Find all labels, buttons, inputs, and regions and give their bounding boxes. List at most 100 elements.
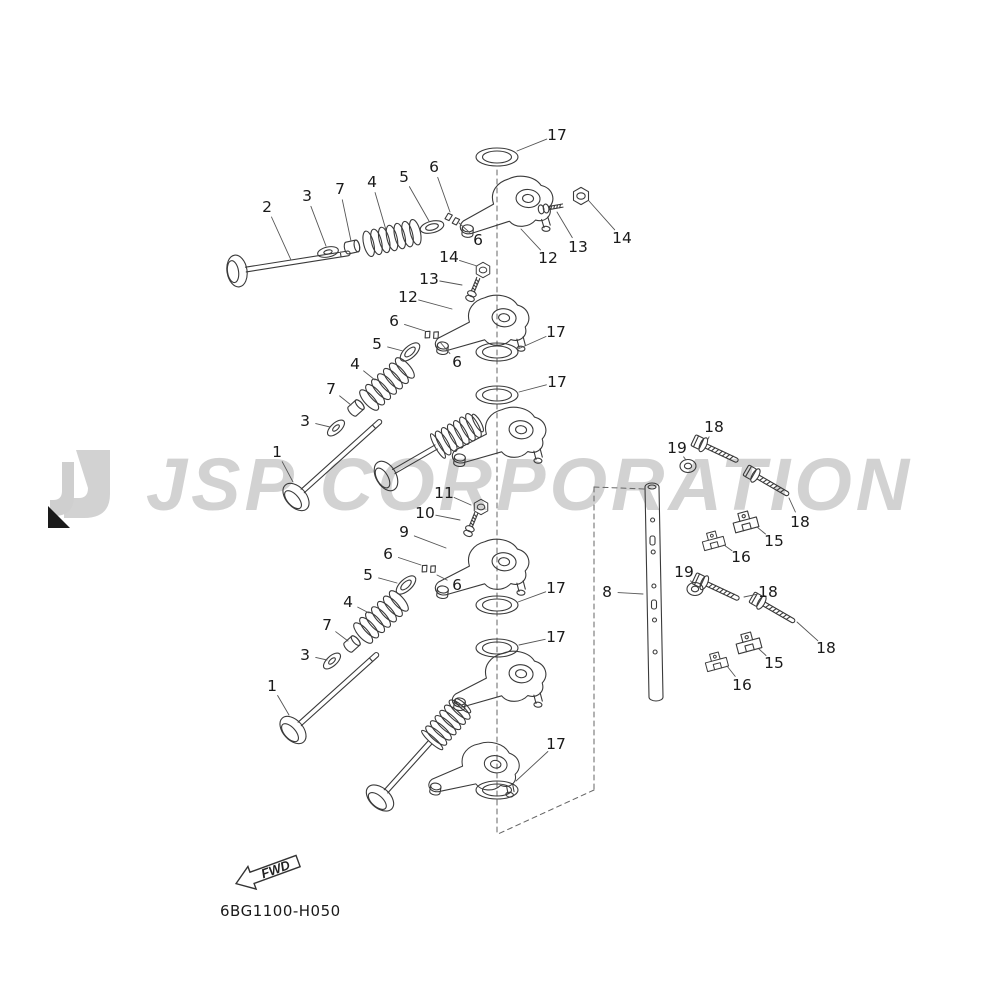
- callout-label-4: 4: [350, 355, 360, 373]
- callout-label-2: 2: [262, 198, 272, 216]
- leader-line: [387, 346, 404, 352]
- callout-label-7: 7: [335, 180, 345, 198]
- rocker-arm-drawing: [450, 644, 549, 720]
- spring-drawing: [360, 217, 424, 259]
- valve-drawing: [274, 640, 390, 750]
- leader-line: [404, 323, 426, 332]
- leader-line: [517, 591, 547, 603]
- callout-label-12: 12: [398, 288, 418, 306]
- callout-label-16: 16: [731, 548, 751, 566]
- washer-drawing: [316, 244, 340, 260]
- callout-label-18: 18: [790, 513, 810, 531]
- callout-label-4: 4: [343, 593, 353, 611]
- valve-drawing: [277, 407, 393, 517]
- leader-line: [453, 497, 472, 506]
- leader-line: [315, 423, 331, 428]
- callout-label-17: 17: [546, 735, 566, 753]
- callout-label-7: 7: [326, 380, 336, 398]
- callout-label-17: 17: [547, 373, 567, 391]
- leader-line: [520, 228, 541, 251]
- callout-label-14: 14: [612, 229, 632, 247]
- leader-line: [363, 370, 376, 381]
- callout-label-17: 17: [546, 579, 566, 597]
- callout-label-8: 8: [602, 583, 612, 601]
- callout-label-17: 17: [547, 126, 567, 144]
- callout-label-15: 15: [764, 654, 784, 672]
- callout-label-19: 19: [674, 563, 694, 581]
- retainer-clip-drawing: [702, 649, 730, 673]
- leader-line: [683, 456, 687, 461]
- leader-line: [437, 176, 451, 213]
- retainer-clip-drawing: [730, 508, 760, 534]
- leader-line: [281, 461, 294, 483]
- callout-label-9: 9: [399, 523, 409, 541]
- retainer-clip-drawing: [733, 629, 763, 655]
- fwd-label: FWD: [259, 857, 293, 881]
- leader-line: [315, 656, 328, 661]
- callout-label-5: 5: [372, 335, 382, 353]
- spring-seat-drawing: [418, 217, 446, 237]
- leader-line: [758, 648, 767, 656]
- callout-label-3: 3: [300, 412, 310, 430]
- callout-label-17: 17: [546, 323, 566, 341]
- leader-line: [796, 621, 819, 642]
- leader-line: [743, 593, 758, 598]
- callout-label-12: 12: [538, 249, 558, 267]
- leader-line: [788, 497, 796, 513]
- leader-line: [723, 544, 733, 552]
- nut-drawing: [572, 186, 590, 206]
- leader-line: [518, 638, 546, 646]
- leader-line: [378, 577, 398, 584]
- bolt-drawing: [689, 432, 742, 469]
- callout-label-4: 4: [367, 173, 377, 191]
- leader-line: [756, 526, 766, 535]
- middle-valve-assembly: [277, 261, 549, 517]
- spring-drawing: [350, 587, 412, 647]
- dashed-guidelines: [496, 169, 646, 837]
- leader-line: [459, 259, 478, 267]
- callout-label-1: 1: [272, 443, 282, 461]
- valve-spring-assembly-drawing: [365, 696, 474, 812]
- callout-label-10: 10: [415, 504, 435, 522]
- leader-line: [408, 186, 430, 222]
- callout-label-14: 14: [439, 248, 459, 266]
- washer-drawing: [320, 649, 344, 673]
- leader-line: [397, 557, 422, 566]
- leader-line: [413, 535, 447, 549]
- callout-label-5: 5: [363, 566, 373, 584]
- leader-line: [588, 200, 616, 231]
- callout-label-3: 3: [302, 187, 312, 205]
- leader-line: [435, 514, 461, 521]
- leader-lines: [271, 138, 819, 782]
- leader-line: [556, 211, 573, 239]
- rocker-arm-drawing: [450, 400, 549, 476]
- adjuster-screw-drawing: [464, 275, 483, 304]
- leader-line: [515, 751, 549, 782]
- leader-line: [458, 222, 471, 234]
- leader-line: [617, 592, 644, 595]
- leader-line: [439, 280, 463, 286]
- callout-label-19: 19: [667, 439, 687, 457]
- leader-line: [517, 336, 547, 350]
- leader-line: [335, 631, 349, 642]
- leader-line: [271, 216, 292, 261]
- washer-drawing: [679, 458, 697, 474]
- callout-label-18: 18: [816, 639, 836, 657]
- valve-spring-assembly-drawing: [373, 411, 485, 492]
- callout-label-18: 18: [704, 418, 724, 436]
- callout-label-17: 17: [546, 628, 566, 646]
- callout-label-3: 3: [300, 646, 310, 664]
- collar-drawing: [341, 633, 363, 655]
- rocker-arm-drawing: [433, 532, 532, 608]
- leader-line: [690, 580, 694, 585]
- callout-label-15: 15: [764, 532, 784, 550]
- adjuster-screw-drawing: [462, 510, 481, 539]
- valve-keeper-drawing: [443, 210, 462, 228]
- callout-label-6: 6: [429, 158, 439, 176]
- callout-label-6: 6: [473, 231, 483, 249]
- collar-drawing: [345, 397, 367, 419]
- spring-seat-drawing: [392, 572, 420, 598]
- callout-label-16: 16: [732, 676, 752, 694]
